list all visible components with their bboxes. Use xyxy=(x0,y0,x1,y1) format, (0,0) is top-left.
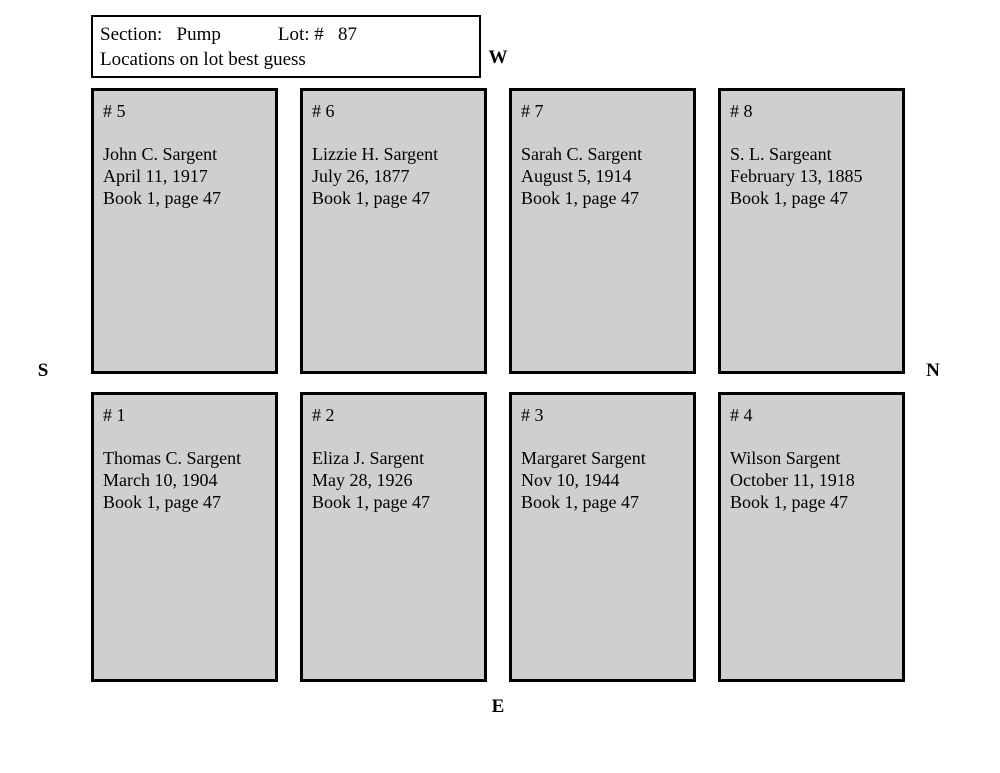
plot-details: Lizzie H. Sargent July 26, 1877 Book 1, … xyxy=(312,143,484,209)
plot-details: S. L. Sargeant February 13, 1885 Book 1,… xyxy=(730,143,902,209)
section-lot-header-box: Section: Pump Lot: # 87 Locations on lot… xyxy=(91,15,481,78)
grave-plot[interactable]: # 3 Margaret Sargent Nov 10, 1944 Book 1… xyxy=(509,392,696,682)
plot-name: Eliza J. Sargent xyxy=(312,448,425,468)
plot-date: February 13, 1885 xyxy=(730,166,863,186)
plot-details: Eliza J. Sargent May 28, 1926 Book 1, pa… xyxy=(312,447,484,513)
grave-plot[interactable]: # 1 Thomas C. Sargent March 10, 1904 Boo… xyxy=(91,392,278,682)
plot-date: March 10, 1904 xyxy=(103,470,218,490)
plot-date: October 11, 1918 xyxy=(730,470,855,490)
plot-number: # 3 xyxy=(521,405,544,425)
plot-date: July 26, 1877 xyxy=(312,166,410,186)
grave-plot[interactable]: # 8 S. L. Sargeant February 13, 1885 Boo… xyxy=(718,88,905,374)
plot-details: Margaret Sargent Nov 10, 1944 Book 1, pa… xyxy=(521,447,693,513)
plot-date: Nov 10, 1944 xyxy=(521,470,620,490)
plot-number: # 2 xyxy=(312,405,335,425)
plot-number: # 6 xyxy=(312,101,335,121)
plot-reference: Book 1, page 47 xyxy=(521,188,639,208)
plot-reference: Book 1, page 47 xyxy=(730,188,848,208)
plot-number: # 4 xyxy=(730,405,753,425)
plot-reference: Book 1, page 47 xyxy=(521,492,639,512)
plot-number: # 1 xyxy=(103,405,126,425)
plot-number: # 5 xyxy=(103,101,126,121)
plot-number: # 7 xyxy=(521,101,544,121)
grave-plot[interactable]: # 7 Sarah C. Sargent August 5, 1914 Book… xyxy=(509,88,696,374)
plot-details: John C. Sargent April 11, 1917 Book 1, p… xyxy=(103,143,275,209)
plot-name: Wilson Sargent xyxy=(730,448,841,468)
plot-number: # 8 xyxy=(730,101,753,121)
plot-row-bottom: # 1 Thomas C. Sargent March 10, 1904 Boo… xyxy=(91,392,907,682)
plot-name: John C. Sargent xyxy=(103,144,218,164)
plot-name: Thomas C. Sargent xyxy=(103,448,242,468)
plot-reference: Book 1, page 47 xyxy=(103,492,221,512)
plot-details: Thomas C. Sargent March 10, 1904 Book 1,… xyxy=(103,447,275,513)
plot-reference: Book 1, page 47 xyxy=(103,188,221,208)
compass-label-north: N xyxy=(926,360,940,381)
plot-name: Sarah C. Sargent xyxy=(521,144,643,164)
plot-date: April 11, 1917 xyxy=(103,166,208,186)
plot-reference: Book 1, page 47 xyxy=(730,492,848,512)
lot-note-line: Locations on lot best guess xyxy=(100,49,306,70)
grave-plot[interactable]: # 5 John C. Sargent April 11, 1917 Book … xyxy=(91,88,278,374)
compass-label-east: E xyxy=(491,696,505,717)
grave-plot[interactable]: # 6 Lizzie H. Sargent July 26, 1877 Book… xyxy=(300,88,487,374)
plot-details: Sarah C. Sargent August 5, 1914 Book 1, … xyxy=(521,143,693,209)
plot-details: Wilson Sargent October 11, 1918 Book 1, … xyxy=(730,447,902,513)
plot-row-top: # 5 John C. Sargent April 11, 1917 Book … xyxy=(91,88,907,374)
grave-plot[interactable]: # 4 Wilson Sargent October 11, 1918 Book… xyxy=(718,392,905,682)
plot-date: August 5, 1914 xyxy=(521,166,632,186)
section-lot-line: Section: Pump Lot: # 87 xyxy=(100,24,358,45)
plot-reference: Book 1, page 47 xyxy=(312,492,430,512)
plot-name: Margaret Sargent xyxy=(521,448,646,468)
plot-name: Lizzie H. Sargent xyxy=(312,144,439,164)
compass-label-west: W xyxy=(488,47,508,68)
plot-reference: Book 1, page 47 xyxy=(312,188,430,208)
grave-plot[interactable]: # 2 Eliza J. Sargent May 28, 1926 Book 1… xyxy=(300,392,487,682)
plot-date: May 28, 1926 xyxy=(312,470,413,490)
plot-name: S. L. Sargeant xyxy=(730,144,832,164)
compass-label-south: S xyxy=(37,360,49,381)
